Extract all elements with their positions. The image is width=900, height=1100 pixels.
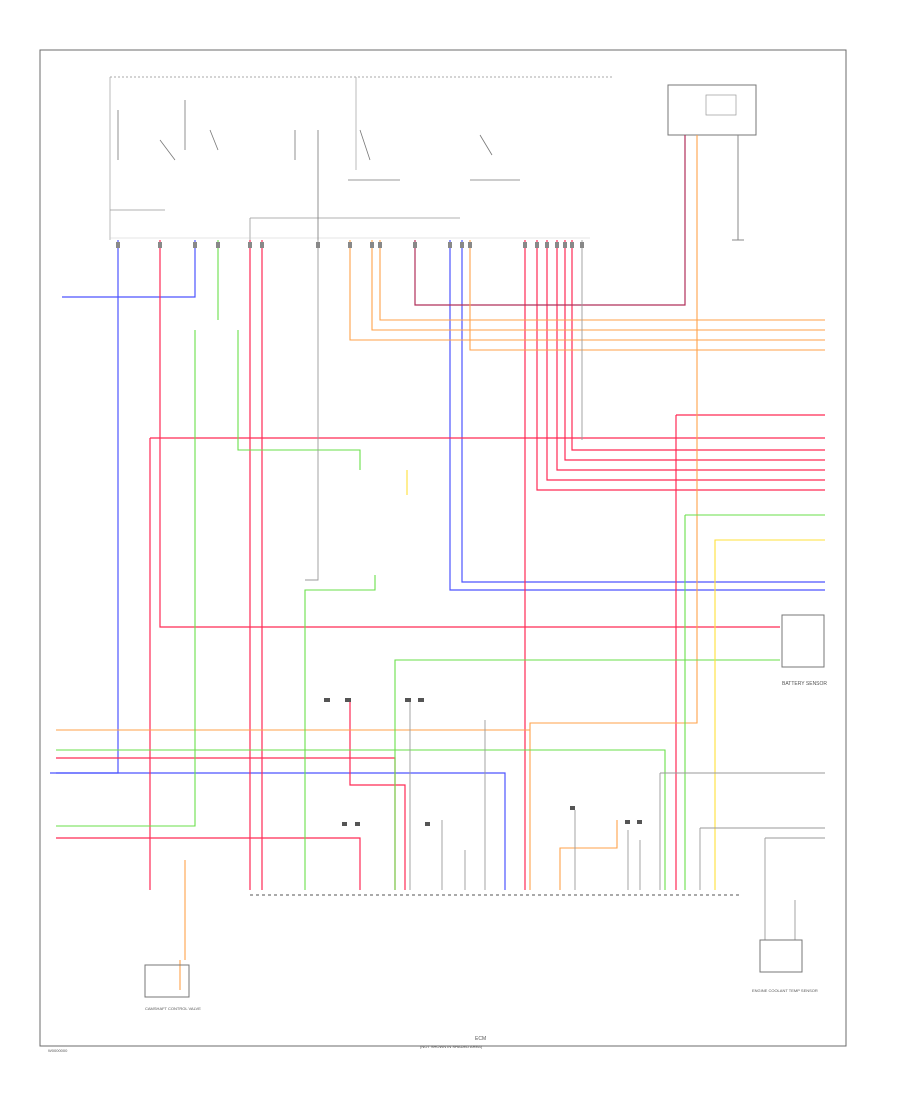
relay-box-top-right bbox=[667, 84, 757, 136]
footer-center-subtitle: (NOT SHOWN IN SHADED AREA) bbox=[420, 1044, 483, 1049]
green-wires bbox=[56, 240, 825, 890]
red-wires bbox=[56, 240, 825, 890]
gray-wires bbox=[305, 240, 825, 940]
component-glyphs bbox=[324, 698, 642, 826]
camshaft-control-valve-label: CAMSHAFT CONTROL VALVE bbox=[145, 1006, 201, 1011]
blue-wires bbox=[50, 240, 825, 890]
camshaft-control-valve-box bbox=[144, 964, 190, 998]
footer-center-title: ECM bbox=[475, 1036, 486, 1042]
battery-sensor-label: BATTERY SENSOR bbox=[782, 681, 827, 687]
diagram-frame bbox=[39, 49, 847, 1047]
coolant-temp-sensor-box bbox=[759, 939, 803, 973]
maroon-wires bbox=[414, 135, 686, 306]
battery-sensor-box bbox=[781, 614, 825, 668]
coolant-temp-sensor-label: ENGINE COOLANT TEMP SENSOR bbox=[752, 988, 818, 993]
orange-wires bbox=[56, 135, 825, 990]
relay-inner bbox=[705, 94, 737, 116]
top-connector-pins bbox=[116, 242, 584, 248]
switch-group bbox=[117, 100, 520, 240]
yellow-wires bbox=[406, 470, 825, 890]
footer-left-label: W0000000 bbox=[48, 1048, 68, 1053]
